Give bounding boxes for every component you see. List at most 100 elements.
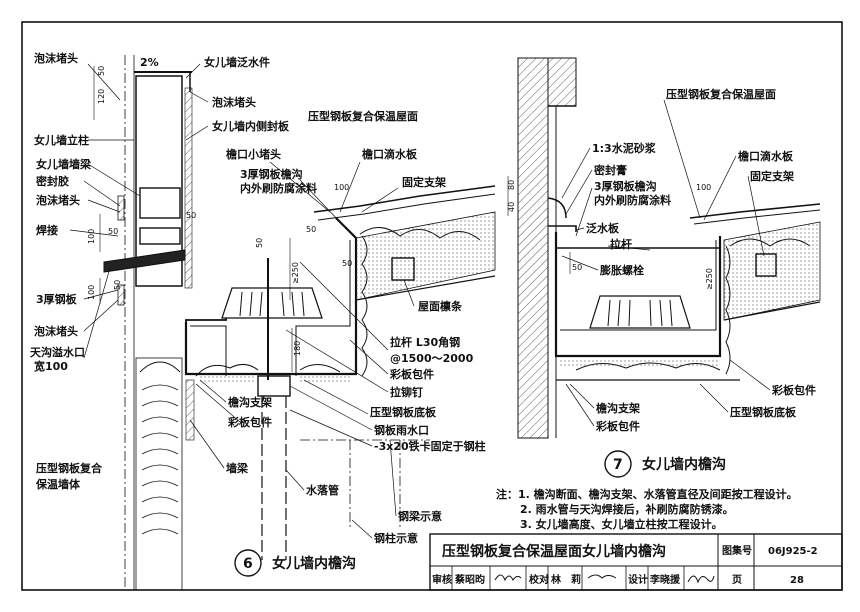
label-parapet-beam: 女儿墙墙梁 <box>36 157 92 171</box>
dim-text: 50 <box>572 263 582 272</box>
label-roof-panel-7: 压型钢板复合保温屋面 <box>666 87 776 101</box>
caption-7: 7 女儿墙内檐沟 <box>604 450 726 478</box>
label-gutter-line1: 3厚钢板檐沟 <box>240 167 303 181</box>
detail-7-dimensions: 80 40 100 50 ≥250 <box>507 180 714 290</box>
detail-6-dimensions: 120 50 50 100 50 50 100 50 100 50 ≥250 1… <box>87 66 352 356</box>
label-downpipe: 水落管 <box>306 483 339 497</box>
note-line: 2. 雨水管与天沟焊接后，补刷防腐防锈漆。 <box>520 502 734 516</box>
note-line: 3. 女儿墙高度、女儿墙立柱按工程设计。 <box>520 517 723 531</box>
review-label: 审核 <box>432 573 452 586</box>
design-label: 设计 <box>628 573 648 586</box>
checker-name: 林 莉 <box>551 573 581 586</box>
detail-number-circle <box>604 450 632 478</box>
label-weld: 焊接 <box>36 223 58 237</box>
detail-number: 6 <box>243 556 253 572</box>
label-color-wrap: 彩板包件 <box>389 367 434 381</box>
checker-signature <box>587 574 617 579</box>
label-bracket: 固定支架 <box>402 175 446 189</box>
designer-signature <box>687 575 715 584</box>
label-eave-drip-7: 檐口滴水板 <box>738 149 794 163</box>
label-parapet-post: 女儿墙立柱 <box>34 133 89 147</box>
title-block: 压型钢板复合保温屋面女儿墙内檐沟 图集号 06J925-2 审核 蔡昭昀 校对 … <box>429 533 843 591</box>
label-foam-plug-top: 泡沫堵头 <box>34 51 78 65</box>
atlas-label: 图集号 <box>722 544 752 557</box>
label-base-panel: 压型钢板底板 <box>370 405 437 419</box>
dim-text: ≥250 <box>291 262 300 284</box>
page-label: 页 <box>732 574 742 586</box>
label-wall1: 压型钢板复合 <box>36 461 103 475</box>
notes: 注：1. 檐沟断面、檐沟支架、水落管直径及间距按工程设计。 2. 雨水管与天沟焊… <box>496 487 798 531</box>
dim-text: 50 <box>186 211 196 220</box>
label-gutter-7-line1: 3厚钢板檐沟 <box>594 179 657 193</box>
label-parapet-flashing: 女儿墙泛水件 <box>204 55 270 69</box>
label-tie-rod2: @1500～2000 <box>390 352 474 365</box>
label-color-wrap-7: 彩板包件 <box>771 383 816 397</box>
dim-text: 80 <box>507 180 516 190</box>
dim-text: 100 <box>87 229 96 244</box>
label-wall-beam: 墙梁 <box>226 461 249 475</box>
dim-text: 100 <box>334 183 349 192</box>
detail-caption: 女儿墙内檐沟 <box>272 555 356 572</box>
label-parapet-inner-panel: 女儿墙内侧封板 <box>212 119 290 133</box>
label-sealant-7: 密封膏 <box>594 163 627 177</box>
dim-text: 100 <box>87 285 96 300</box>
caption-6: 6 女儿墙内檐沟 <box>234 549 356 577</box>
label-tie-rod-7: 拉杆 <box>610 237 632 251</box>
detail-number-circle <box>234 549 262 577</box>
label-rivet: 拉铆钉 <box>390 385 423 399</box>
label-gutter-7-line2: 内外刷防腐涂料 <box>594 193 671 207</box>
label-bracket-7: 固定支架 <box>750 169 794 183</box>
detail-7-labels: 压型钢板复合保温屋面 1:3水泥砂浆 檐口滴水板 密封膏 固定支架 3厚钢板檐沟… <box>586 87 816 433</box>
label-column-hint: 钢柱示意 <box>374 531 418 545</box>
label-foam-plug-3: 泡沫堵头 <box>36 193 80 207</box>
dim-text: 50 <box>342 259 352 268</box>
label-foam-plug-4: 泡沫堵头 <box>34 324 78 338</box>
page-number: 28 <box>790 575 804 586</box>
label-overflow2: 宽100 <box>33 359 68 373</box>
detail-7-geometry <box>507 57 821 439</box>
dim-text: 50 <box>306 225 316 234</box>
label-sealant: 密封胶 <box>36 174 69 188</box>
designer-name: 李晓援 <box>649 573 681 586</box>
label-flashing: 泛水板 <box>586 221 620 235</box>
detail-caption: 女儿墙内檐沟 <box>642 456 726 473</box>
dim-text: 50 <box>108 227 118 236</box>
dim-text: 50 <box>97 66 106 76</box>
reviewer-signature <box>494 574 522 582</box>
label-outlet: 钢板雨水口 <box>374 423 429 437</box>
label-tie-rod1: 拉杆 L30角钢 <box>390 335 460 349</box>
label-foam-plug-2: 泡沫堵头 <box>212 95 256 109</box>
label-eave-plug: 檐口小堵头 <box>226 147 281 161</box>
detail-6-labels: 泡沫堵头 2% 女儿墙泛水件 泡沫堵头 女儿墙内侧封板 压型钢板复合保温屋面 女… <box>30 51 486 545</box>
label-color-wrap2-7: 彩板包件 <box>595 419 640 433</box>
label-color-wrap2: 彩板包件 <box>227 415 272 429</box>
label-base-panel-7: 压型钢板底板 <box>730 405 797 419</box>
label-gutter-line2: 内外刷防腐涂料 <box>240 181 317 195</box>
label-wall2: 保温墙体 <box>35 477 81 491</box>
label-mortar: 1:3水泥砂浆 <box>592 141 657 155</box>
atlas-number: 06J925-2 <box>768 546 818 557</box>
dim-text: 50 <box>255 238 264 248</box>
reviewer-name: 蔡昭昀 <box>454 573 485 586</box>
check-label: 校对 <box>529 573 549 586</box>
detail-6-geometry <box>93 55 496 591</box>
label-clamp: -3x20铁卡固定于钢柱 <box>374 439 486 453</box>
dim-text: 100 <box>696 183 711 192</box>
label-roof-panel: 压型钢板复合保温屋面 <box>308 109 418 123</box>
label-beam-hint: 钢梁示意 <box>398 509 442 523</box>
label-overflow1: 天沟溢水口 <box>30 345 85 359</box>
dim-text: 40 <box>507 202 516 212</box>
dim-text: 120 <box>97 89 106 104</box>
leader-lines <box>69 63 771 539</box>
label-gutter-support-7: 檐沟支架 <box>596 401 640 415</box>
label-gutter-support: 檐沟支架 <box>228 395 272 409</box>
note-line: 注：1. 檐沟断面、檐沟支架、水落管直径及间距按工程设计。 <box>496 487 798 501</box>
dim-text: ≥250 <box>705 268 714 290</box>
label-purlin: 屋面檩条 <box>418 299 463 313</box>
label-slope: 2% <box>140 56 159 69</box>
label-eave-drip: 檐口滴水板 <box>362 147 418 161</box>
dim-text: 180 <box>293 341 302 356</box>
detail-number: 7 <box>613 457 623 473</box>
